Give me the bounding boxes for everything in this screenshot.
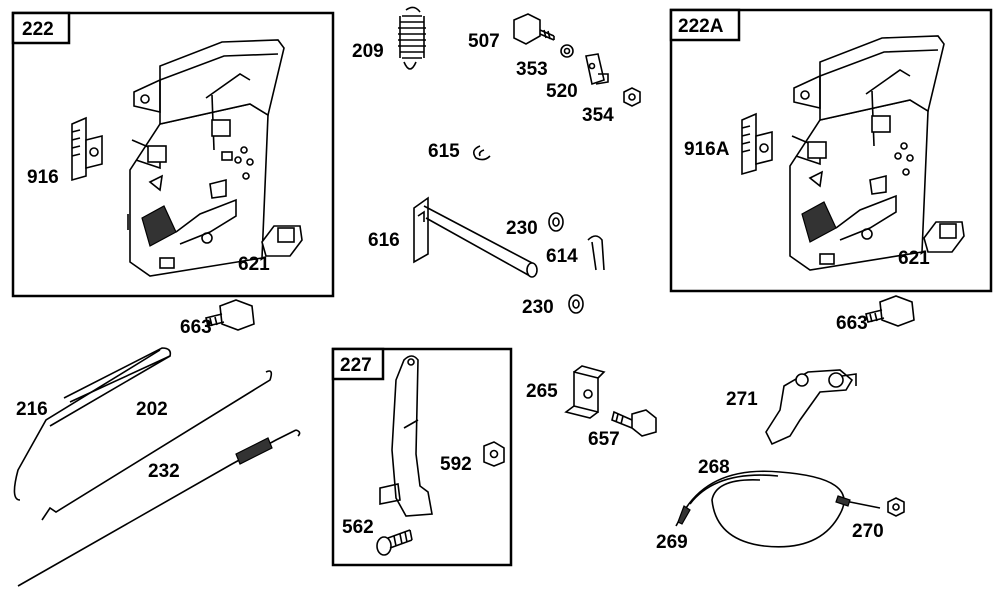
part-265-bracket [564, 365, 606, 419]
callout-616: 616 [368, 230, 400, 251]
callout-657: 657 [588, 429, 620, 450]
part-232-spring-link [17, 429, 301, 587]
callout-621-right: 621 [898, 248, 930, 269]
part-216-link [13, 347, 172, 501]
part-621-clip [261, 225, 303, 257]
part-230-washer-top [548, 212, 564, 232]
group-frame-222a [669, 8, 993, 293]
part-202-link [41, 370, 273, 521]
group-label-box-222a [669, 8, 741, 42]
control-plate-drawing-a [789, 35, 945, 271]
part-614-cotter-pin [587, 235, 605, 271]
callout-271: 271 [726, 389, 758, 410]
callout-663-right: 663 [836, 313, 868, 334]
part-663-screw-left [205, 299, 255, 331]
callout-615: 615 [428, 141, 460, 162]
callout-268: 268 [698, 457, 730, 478]
callout-621-left: 621 [238, 254, 270, 275]
callout-916: 916 [27, 167, 59, 188]
callout-354: 354 [582, 105, 614, 126]
part-621-clip-right [923, 221, 965, 253]
group-label-227: 227 [340, 355, 372, 376]
part-592-nut [483, 441, 505, 467]
part-209-spring [398, 6, 426, 70]
part-227-lever [379, 355, 433, 517]
callout-916a: 916A [684, 139, 730, 160]
group-label-box-227 [331, 347, 385, 381]
callout-202: 202 [136, 399, 168, 420]
part-615-clip [472, 145, 491, 161]
callout-230-bottom: 230 [522, 297, 554, 318]
callout-270: 270 [852, 521, 884, 542]
part-354-nut [623, 87, 641, 107]
callout-230-top: 230 [506, 218, 538, 239]
part-663-screw-right [865, 295, 915, 327]
callout-232: 232 [148, 461, 180, 482]
part-562-screw [376, 529, 413, 556]
callout-216: 216 [16, 399, 48, 420]
callout-507: 507 [468, 31, 500, 52]
part-916-bracket [71, 116, 103, 182]
callout-269: 269 [656, 532, 688, 553]
callout-614: 614 [546, 246, 578, 267]
group-frame-222 [11, 11, 335, 298]
callout-353: 353 [516, 59, 548, 80]
group-label-box-222 [11, 11, 71, 45]
callout-663-left: 663 [180, 317, 212, 338]
callout-562: 562 [342, 517, 374, 538]
part-268-cable [675, 470, 881, 548]
callout-520: 520 [546, 81, 578, 102]
part-657-screw [611, 409, 657, 437]
group-label-222: 222 [22, 19, 54, 40]
callout-592: 592 [440, 454, 472, 475]
part-916a-bracket [741, 112, 773, 176]
part-616-shaft [413, 196, 538, 278]
group-frame-227 [331, 347, 513, 567]
callout-265: 265 [526, 381, 558, 402]
group-label-222a: 222A [678, 16, 724, 37]
part-353-lockwasher [560, 44, 574, 58]
callout-209: 209 [352, 41, 384, 62]
part-230-washer-bottom [568, 294, 584, 314]
part-271-lever [765, 369, 857, 446]
part-270-nut [887, 497, 905, 517]
control-plate-drawing [127, 39, 285, 277]
part-507-connector [513, 13, 555, 45]
part-520-bracket [585, 53, 609, 86]
